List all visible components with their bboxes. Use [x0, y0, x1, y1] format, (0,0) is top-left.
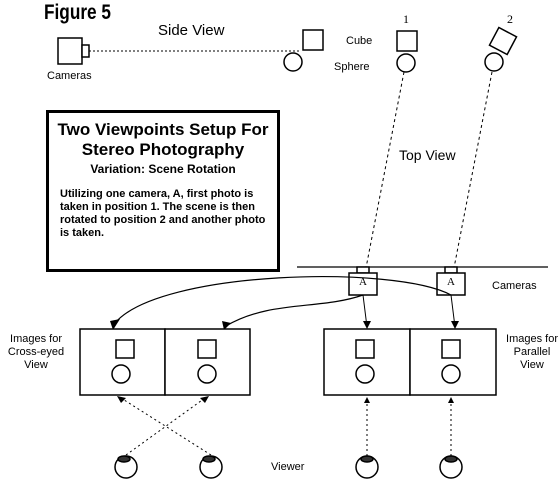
info-box-title: Two Viewpoints Setup For Stereo Photogra…: [57, 120, 269, 159]
position-2-sphere: [484, 52, 504, 72]
parallel-label: Images for Parallel View: [506, 333, 558, 371]
cross-left-cube: [115, 339, 135, 359]
cross-left-sphere: [111, 364, 131, 384]
cross-eyed-label: Images for Cross-eyed View: [7, 333, 65, 371]
curve-arrow-a1-to-right-panel: [225, 294, 364, 327]
parallel-left-sphere: [355, 364, 375, 384]
parallel-panel-left: [323, 328, 411, 396]
cross-eyed-panel-right: [164, 328, 251, 396]
cross-right-cube: [197, 339, 217, 359]
sphere-label: Sphere: [334, 61, 370, 73]
position-2-sight-line: [452, 71, 493, 274]
cameras-left-label: Cameras: [47, 70, 92, 82]
info-box-body: Utilizing one camera, A, first photo is …: [60, 188, 266, 239]
parallel-panel-right: [409, 328, 497, 396]
cross-sight-arrowhead-2: [117, 396, 126, 403]
cross-sight-arrowhead-1: [200, 396, 209, 403]
side-view-cube: [302, 29, 324, 51]
camera-a2-icon: [436, 266, 466, 296]
camera-a2-arrowhead: [451, 321, 459, 329]
info-box: Two Viewpoints Setup For Stereo Photogra…: [46, 110, 280, 272]
parallel-sight-arrowhead-1: [364, 397, 370, 403]
parallel-left-cube: [355, 339, 375, 359]
position-1-cube: [396, 30, 418, 52]
viewer-eye-1-icon: [114, 455, 138, 479]
parallel-sight-arrowhead-2: [448, 397, 454, 403]
position-1-sight-line: [364, 71, 405, 274]
figure-title: Figure 5: [44, 1, 111, 24]
side-view-sphere: [283, 52, 303, 72]
side-view-label: Side View: [158, 22, 225, 39]
position-1-sphere: [396, 53, 416, 73]
viewer-eye-3-icon: [355, 455, 379, 479]
camera-a2-label: A: [447, 276, 455, 288]
cameras-right-label: Cameras: [492, 280, 537, 292]
parallel-right-cube: [441, 339, 461, 359]
cube-label: Cube: [346, 35, 373, 47]
side-view-camera-icon: [57, 37, 90, 65]
curve-arrow-a2-to-left-panel: [114, 276, 452, 324]
viewer-eye-2-icon: [199, 455, 223, 479]
curve-arrow-a2-head: [110, 319, 120, 330]
parallel-right-sphere: [441, 364, 461, 384]
position-1-label: 1: [403, 12, 409, 26]
viewer-label: Viewer: [271, 461, 305, 473]
camera-a1-arrowhead: [363, 321, 371, 329]
info-box-subtitle: Variation: Scene Rotation: [90, 162, 236, 176]
cross-eyed-panel-left: [79, 328, 166, 396]
top-view-label: Top View: [399, 147, 456, 163]
position-2-label: 2: [507, 12, 513, 26]
cross-sight-line-1: [125, 397, 206, 456]
curve-arrow-a1-head: [222, 321, 231, 330]
viewer-eye-4-icon: [439, 455, 463, 479]
cross-right-sphere: [197, 364, 217, 384]
position-2-cube: [488, 26, 518, 56]
camera-a1-label: A: [359, 276, 367, 288]
cross-sight-line-2: [120, 397, 212, 456]
